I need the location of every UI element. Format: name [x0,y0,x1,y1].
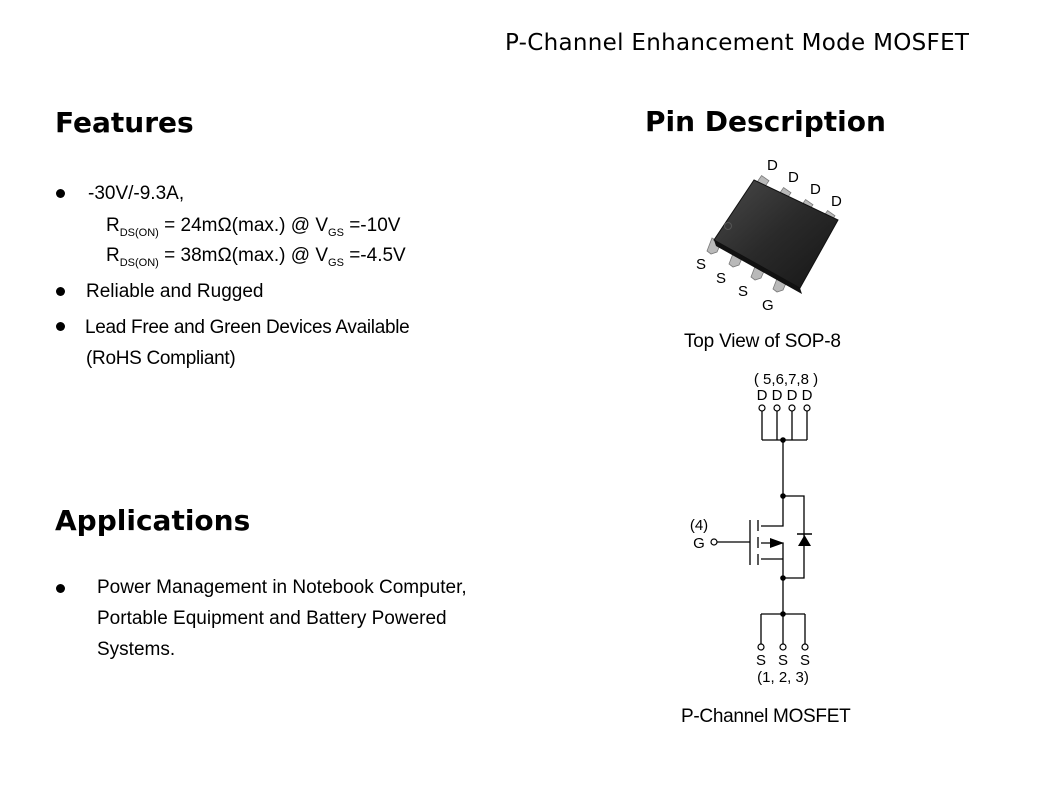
feature-lead-free: Lead Free and Green Devices Available [85,317,410,338]
applications-heading: Applications [55,504,251,537]
package-caption: Top View of SOP-8 [684,331,841,352]
bullet [56,287,65,296]
source-letter: S [778,652,788,669]
gate-letter: G [693,535,705,552]
bullet [56,322,65,331]
pkg-source-label: S [738,283,749,300]
pkg-drain-label: D [767,157,778,174]
pin1-marker [724,222,732,230]
mosfet-schematic: ( 5,6,7,8 ) D D D D [690,371,818,686]
page-title: P-Channel Enhancement Mode MOSFET [505,30,970,56]
pin-description-heading: Pin Description [645,105,886,138]
source-letter: S [800,652,810,669]
bullet [56,189,65,198]
application-line: Power Management in Notebook Computer, [97,577,467,598]
drain-letter: D [802,387,813,404]
source-letter: S [756,652,766,669]
feature-rating: -30V/-9.3A, [88,183,185,204]
bullet [56,584,65,593]
feature-rohs: (RoHS Compliant) [86,348,236,369]
feature-reliable: Reliable and Rugged [86,281,264,302]
schematic-caption: P-Channel MOSFET [681,706,851,727]
rds-line-2: RDS(ON) = 38mΩ(max.) @ VGS =-4.5V [106,245,406,269]
pkg-source-label: S [716,270,727,287]
source-pins-label: (1, 2, 3) [757,669,809,686]
pkg-source-label: S [696,256,707,273]
pkg-drain-label: D [810,181,821,198]
drain-letter: D [757,387,768,404]
application-line: Systems. [97,639,176,660]
drain-letter: D [772,387,783,404]
gate-pin-label: (4) [690,517,708,534]
rds-line-1: RDS(ON) = 24mΩ(max.) @ VGS =-10V [106,215,401,239]
drain-pins-label: ( 5,6,7,8 ) [754,371,818,388]
application-line: Portable Equipment and Battery Powered [97,608,447,629]
pkg-gate-label: G [762,297,774,314]
features-heading: Features [55,106,194,139]
drain-letter: D [787,387,798,404]
pkg-drain-label: D [831,193,842,210]
sop8-package-image [706,175,839,294]
pkg-drain-label: D [788,169,799,186]
